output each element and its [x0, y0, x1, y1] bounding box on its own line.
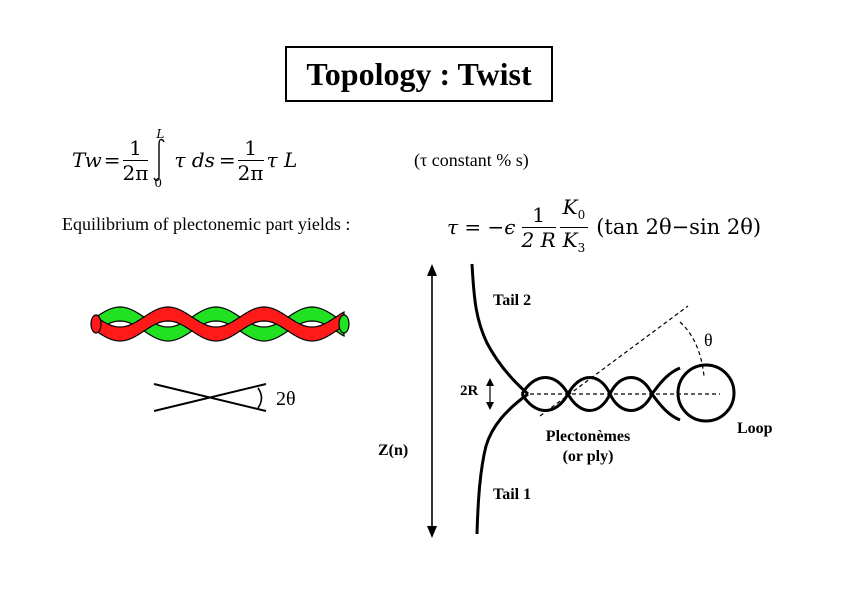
twist-lhs: Tw — [72, 148, 102, 172]
helix-angle-guide-dashed — [539, 305, 689, 417]
integral-sign: L 0 — [150, 127, 172, 190]
equals-sign: = — [103, 148, 121, 172]
twist-rhs: τ L — [266, 148, 298, 172]
tail-1-label: Tail 1 — [493, 486, 532, 503]
integrand: τ ds — [174, 148, 215, 172]
rod-strand-red — [90, 306, 350, 342]
plectonemes-line-1: Plectonèmes — [545, 428, 631, 445]
angle-arc — [257, 387, 263, 409]
k-subscript-0: 0 — [577, 207, 586, 222]
green-strand-body — [95, 306, 345, 342]
integral-symbol — [153, 138, 166, 182]
plectoneme-strand-lower — [520, 390, 681, 422]
tau-expression: τ = −ϵ — [447, 215, 516, 239]
integral-upper-bound: L — [156, 127, 165, 141]
trig-expression: (tan 2θ−sin 2θ) — [596, 215, 762, 239]
z-axis-arrow-down — [427, 526, 437, 538]
z-axis-label: Z(n) — [378, 442, 409, 459]
fraction-numerator: 1 — [122, 136, 149, 161]
fraction-one-over-two-pi: 1 2π — [122, 136, 149, 185]
tail-2-label: Tail 2 — [493, 292, 532, 309]
integral-lower-bound: 0 — [154, 176, 163, 190]
fraction-numerator-3: 1 — [521, 203, 556, 228]
k-letter: K — [562, 194, 578, 219]
rod-end-cap-left — [90, 314, 102, 334]
plectonemes-label: Plectonèmes (or ply) — [540, 427, 636, 467]
fraction-k-ratio: K0 K3 — [559, 194, 589, 260]
tail-1-curve — [475, 392, 529, 535]
plectoneme-strand-upper — [520, 366, 681, 398]
equals-sign-2: = — [218, 148, 236, 172]
fraction-denominator: 2π — [122, 160, 149, 185]
rod-end-cap-right — [338, 314, 350, 334]
z-axis-arrow-up — [427, 264, 437, 276]
radius-arrow-head-down — [486, 402, 494, 410]
fraction-denominator-2: 2π — [237, 160, 264, 185]
rod-strand-green — [95, 306, 345, 342]
fraction-one-over-two-pi-2: 1 2π — [237, 136, 264, 185]
angle-2theta-label: 2θ — [276, 388, 296, 410]
loop-label: Loop — [737, 420, 773, 437]
fraction-one-over-two-r: 1 2 R — [521, 203, 556, 252]
k-subscript-3: 3 — [577, 240, 586, 255]
twisted-rod-illustration — [90, 306, 350, 342]
radius-label: 2R — [460, 383, 479, 399]
crossing-line-2 — [153, 383, 267, 412]
end-loop — [676, 363, 736, 423]
twist-formula: Tw = 1 2π L 0 τ ds = 1 2π τ L — [72, 125, 297, 195]
equilibrium-label: Equilibrium of plectonemic part yields : — [62, 214, 351, 234]
fraction-denominator-3: 2 R — [521, 227, 556, 252]
tau-constant-note: (τ constant % s) — [414, 150, 529, 170]
angle-2theta-illustration — [153, 383, 267, 412]
k3-denominator: K3 — [560, 228, 589, 260]
tail-2-curve — [470, 263, 529, 396]
theta-label: θ — [704, 330, 713, 350]
k0-numerator: K0 — [559, 194, 589, 228]
page-title: Topology : Twist — [285, 46, 553, 102]
k-letter-2: K — [562, 227, 578, 252]
fraction-numerator-2: 1 — [237, 136, 264, 161]
equilibrium-formula: τ = −ϵ 1 2 R K0 K3 (tan 2θ−sin 2θ) — [447, 194, 761, 260]
radius-arrow-head-up — [486, 378, 494, 386]
plectonemes-line-2: (or ply) — [562, 448, 614, 465]
